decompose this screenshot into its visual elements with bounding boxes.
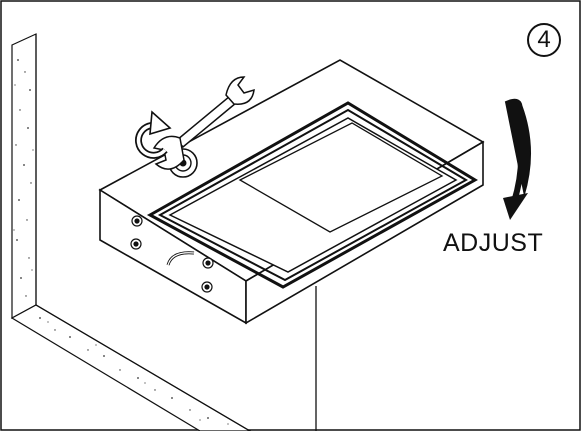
wall (10, 33, 252, 431)
rotate-arrow-icon (135, 110, 172, 159)
wall-texture (13, 59, 229, 425)
wall-side-face (11, 33, 37, 320)
lamp-housing (98, 59, 485, 431)
wall-bottom-face (10, 304, 252, 431)
side-bolts (130, 215, 214, 293)
panel-outer-rim (146, 101, 478, 289)
curved-arrow-down-icon (503, 98, 531, 220)
adjust-label: ADJUST (443, 229, 544, 257)
step-number-badge: 4 (527, 23, 561, 57)
led-window (238, 122, 444, 233)
wrench-icon (152, 76, 255, 170)
